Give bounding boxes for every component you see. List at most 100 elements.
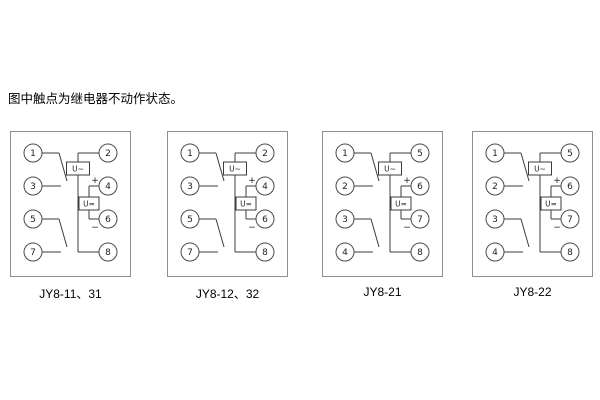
contact-arm xyxy=(215,218,225,248)
terminal-number: 3 xyxy=(342,215,348,225)
terminal-circle xyxy=(485,242,505,262)
wiring xyxy=(42,152,99,253)
terminal-number: 1 xyxy=(342,149,348,159)
terminal-number: 5 xyxy=(187,215,193,225)
model-label: JY8-11、31 xyxy=(39,287,102,301)
terminal-number: 6 xyxy=(105,215,111,225)
polarity-minus: − xyxy=(403,223,411,233)
relay-internal-diagram: U~ U= + − 1 2 3 4 5 6 7 8 xyxy=(322,131,443,277)
polarity-minus: − xyxy=(91,223,99,233)
terminal-number: 5 xyxy=(567,149,573,159)
terminal-number: 2 xyxy=(492,182,498,192)
terminal-number: 3 xyxy=(30,182,36,192)
terminal-circle xyxy=(98,143,118,163)
diagram-panel-jy8-11-31: U~ U= + − 1 3 5 7 2 4 6 8 JY8-11、31 xyxy=(10,131,131,302)
contact-arm xyxy=(215,152,225,182)
relay-internal-diagram: U~ U= + − 1 2 3 4 5 6 7 8 xyxy=(472,131,593,277)
terminal-circle xyxy=(98,242,118,262)
terminal-number: 4 xyxy=(105,182,111,192)
model-label: JY8-21 xyxy=(363,285,402,299)
caption-note: 图中触点为继电器不动作状态。 xyxy=(8,92,184,106)
dc-voltage-label: U= xyxy=(83,200,95,209)
terminal-number: 4 xyxy=(342,248,348,258)
contact-arm xyxy=(520,218,530,248)
model-label: JY8-22 xyxy=(513,285,552,299)
dc-voltage-label: U= xyxy=(395,200,407,209)
terminal-number: 8 xyxy=(567,248,573,258)
polarity-minus: − xyxy=(248,223,256,233)
terminal-number: 7 xyxy=(567,215,573,225)
terminal-circle xyxy=(485,176,505,196)
dc-voltage-box xyxy=(235,196,257,211)
terminal-number: 7 xyxy=(187,248,193,258)
terminal-number: 1 xyxy=(492,149,498,159)
terminal-number: 5 xyxy=(30,215,36,225)
wiring xyxy=(199,152,256,253)
terminal-number: 1 xyxy=(187,149,193,159)
terminal-number: 6 xyxy=(417,182,423,192)
terminal-number: 3 xyxy=(187,182,193,192)
terminal-circle xyxy=(180,242,200,262)
terminal-number: 1 xyxy=(30,149,36,159)
terminal-circle xyxy=(23,176,43,196)
terminal-number: 7 xyxy=(417,215,423,225)
ac-voltage-box xyxy=(223,161,247,176)
polarity-minus: − xyxy=(553,223,561,233)
terminal-circle xyxy=(335,209,355,229)
relay-internal-diagram: U~ U= + − 1 3 5 7 2 4 6 8 xyxy=(10,131,131,277)
terminal-circle xyxy=(410,209,430,229)
terminal-number: 4 xyxy=(492,248,498,258)
diagram-frame xyxy=(10,131,131,277)
terminal-number: 8 xyxy=(105,248,111,258)
terminal-number: 2 xyxy=(262,149,268,159)
contact-arm xyxy=(370,218,380,248)
dc-voltage-box xyxy=(78,196,100,211)
relay-internal-diagram: U~ U= + − 1 3 5 7 2 4 6 8 xyxy=(167,131,288,277)
terminal-number: 3 xyxy=(492,215,498,225)
terminal-number: 7 xyxy=(30,248,36,258)
terminal-circle xyxy=(23,143,43,163)
polarity-plus: + xyxy=(553,176,561,186)
terminal-circle xyxy=(180,209,200,229)
terminal-number: 2 xyxy=(342,182,348,192)
diagram-frame xyxy=(167,131,288,277)
terminal-circle xyxy=(98,176,118,196)
polarity-plus: + xyxy=(248,176,256,186)
diagram-frame xyxy=(322,131,443,277)
terminal-circle xyxy=(485,143,505,163)
terminal-circle xyxy=(560,176,580,196)
terminal-circle xyxy=(180,176,200,196)
ac-voltage-label: U~ xyxy=(384,165,396,174)
terminal-circle xyxy=(255,176,275,196)
terminal-circle xyxy=(410,176,430,196)
terminal-number: 8 xyxy=(417,248,423,258)
diagram-panel-jy8-12-32: U~ U= + − 1 3 5 7 2 4 6 8 JY8-12、32 xyxy=(167,131,288,302)
contact-arm xyxy=(520,152,530,182)
dc-voltage-box xyxy=(540,196,562,211)
terminal-circle xyxy=(23,242,43,262)
terminal-circle xyxy=(560,242,580,262)
polarity-plus: + xyxy=(403,176,411,186)
ac-voltage-label: U~ xyxy=(72,165,84,174)
ac-voltage-box xyxy=(528,161,552,176)
wiring xyxy=(354,152,411,253)
terminal-circle xyxy=(335,176,355,196)
terminal-circle xyxy=(335,242,355,262)
terminal-circle xyxy=(255,242,275,262)
terminal-number: 6 xyxy=(262,215,268,225)
diagram-frame xyxy=(472,131,593,277)
terminal-number: 6 xyxy=(567,182,573,192)
contact-arm xyxy=(58,218,68,248)
contact-arm xyxy=(370,152,380,182)
terminal-number: 4 xyxy=(262,182,268,192)
ac-voltage-label: U~ xyxy=(534,165,546,174)
terminal-circle xyxy=(255,209,275,229)
wiring xyxy=(504,152,561,253)
terminal-circle xyxy=(410,242,430,262)
terminal-number: 8 xyxy=(262,248,268,258)
model-label: JY8-12、32 xyxy=(195,287,260,301)
terminal-circle xyxy=(98,209,118,229)
ac-voltage-box xyxy=(66,161,90,176)
dc-voltage-label: U= xyxy=(240,200,252,209)
